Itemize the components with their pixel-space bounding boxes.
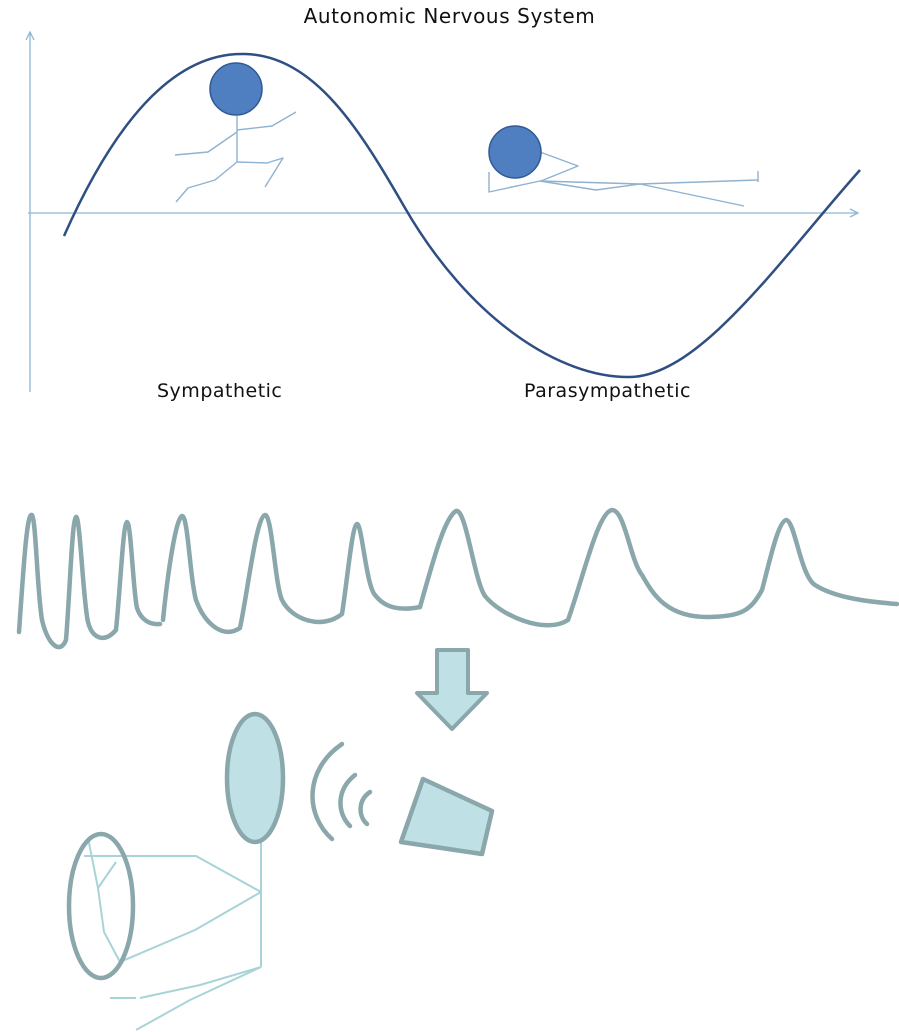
pulse-waveform-segment-2	[163, 515, 420, 632]
pulse-waveform-segment-3	[420, 510, 897, 625]
sympathetic-label: Sympathetic	[157, 380, 282, 402]
listener-figure-icon	[69, 714, 283, 1030]
axes	[26, 32, 858, 392]
autonomic-curve	[64, 54, 860, 377]
running-figure-icon	[175, 63, 296, 202]
listener-head	[227, 714, 283, 842]
parasympathetic-label: Parasympathetic	[524, 380, 691, 402]
speaker-icon	[401, 779, 492, 854]
pulse-waveform	[19, 515, 160, 647]
sound-waves-icon	[313, 744, 370, 839]
resting-figure-icon	[489, 126, 758, 206]
down-arrow-icon	[417, 650, 487, 729]
